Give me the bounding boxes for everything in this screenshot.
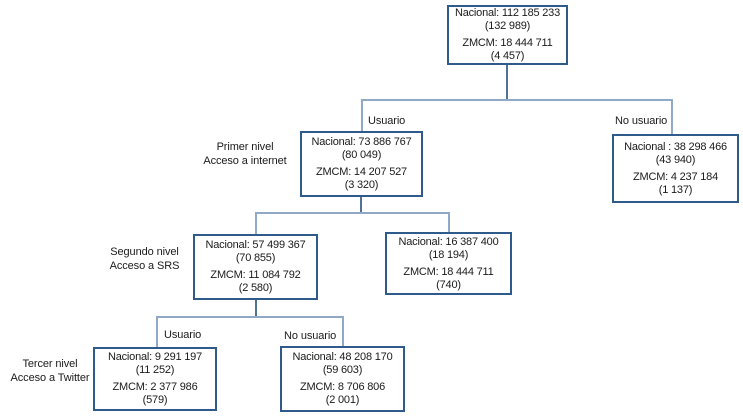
- zmcm-count: (2 580): [238, 282, 273, 294]
- level-label-line1: Segundo nivel: [110, 246, 179, 258]
- connector-level1-drop-right: [671, 99, 673, 134]
- node-srs-no-acceso: Nacional: 16 387 400 (18 194) ZMCM: 18 4…: [385, 232, 512, 295]
- node-nacional-pair: Nacional: 9 291 197 (11 252): [108, 351, 202, 377]
- level-label-primer-nivel: Primer nivel Acceso a internet: [190, 141, 300, 168]
- node-internet-no-usuario: Nacional : 38 298 466 (43 940) ZMCM: 4 2…: [612, 134, 739, 203]
- connector-level2-drop-right: [448, 212, 450, 233]
- zmcm-value: ZMCM: 18 444 711: [403, 265, 494, 278]
- nacional-count: (59 603): [322, 364, 363, 376]
- node-zmcm-pair: ZMCM: 14 207 527 (3 320): [316, 166, 407, 192]
- nacional-value: Nacional: 73 886 767: [311, 136, 412, 148]
- nacional-count: (43 940): [655, 153, 696, 166]
- node-nacional-pair: Nacional: 112 185 233 (132 989): [455, 7, 560, 33]
- level-label-line2: Acceso a SRS: [109, 259, 180, 272]
- connector-srs-stub: [255, 299, 257, 317]
- connector-level2-drop-left: [255, 212, 257, 235]
- zmcm-value: ZMCM: 14 207 527: [316, 166, 407, 178]
- level-label-tercer-nivel: Tercer nivel Acceso a Twitter: [0, 358, 100, 385]
- nacional-value: Nacional: 57 499 367: [205, 239, 306, 251]
- zmcm-value: ZMCM: 4 237 184: [632, 170, 719, 183]
- zmcm-value: ZMCM: 8 706 806: [299, 381, 386, 393]
- node-twitter-usuario: Nacional: 9 291 197 (11 252) ZMCM: 2 377…: [93, 347, 217, 411]
- connector-internet-stub: [360, 197, 362, 214]
- zmcm-count: (1 137): [658, 183, 693, 196]
- connector-level3-drop-right: [342, 316, 344, 347]
- connector-root-stub: [506, 64, 508, 100]
- connector-level2-horizontal: [255, 212, 450, 214]
- level-label-line1: Tercer nivel: [22, 358, 78, 370]
- connector-level3-drop-left: [156, 316, 158, 348]
- connector-level1-horizontal: [361, 99, 673, 101]
- node-nacional-pair: Nacional: 57 499 367 (70 855): [206, 239, 306, 265]
- node-srs-acceso: Nacional: 57 499 367 (70 855) ZMCM: 11 0…: [193, 234, 318, 300]
- nacional-count: (18 194): [428, 248, 469, 261]
- nacional-value: Nacional: 16 387 400: [398, 235, 499, 248]
- node-nacional-pair: Nacional : 38 298 466 (43 940): [624, 141, 727, 167]
- level-label-line2: Acceso a Twitter: [10, 371, 90, 384]
- zmcm-count: (4 457): [490, 50, 525, 62]
- branch-label-no-usuario-twitter: No usuario: [284, 330, 337, 342]
- zmcm-count: (579): [142, 394, 168, 406]
- zmcm-count: (3 320): [344, 179, 379, 191]
- branch-label-usuario-internet: Usuario: [368, 115, 406, 127]
- connector-level3-horizontal: [156, 316, 344, 318]
- level-label-segundo-nivel: Segundo nivel Acceso a SRS: [92, 246, 197, 273]
- nacional-value: Nacional: 9 291 197: [107, 351, 203, 363]
- branch-label-no-usuario-internet: No usuario: [615, 115, 668, 127]
- node-root: Nacional: 112 185 233 (132 989) ZMCM: 18…: [447, 5, 568, 65]
- nacional-value: Nacional: 112 185 233: [454, 7, 561, 19]
- nacional-value: Nacional : 38 298 466: [624, 140, 727, 153]
- level-label-line2: Acceso a internet: [203, 154, 287, 167]
- nacional-count: (132 989): [484, 20, 531, 32]
- node-internet-usuario: Nacional: 73 886 767 (80 049) ZMCM: 14 2…: [300, 131, 423, 197]
- zmcm-value: ZMCM: 2 377 986: [112, 381, 198, 393]
- nacional-count: (80 049): [341, 149, 382, 161]
- level-label-line1: Primer nivel: [216, 141, 274, 153]
- branch-label-usuario-twitter: Usuario: [164, 329, 202, 341]
- zmcm-count: (2 001): [325, 394, 360, 406]
- nacional-count: (11 252): [135, 364, 175, 376]
- node-twitter-no-usuario: Nacional: 48 208 170 (59 603) ZMCM: 8 70…: [280, 346, 405, 412]
- node-zmcm-pair: ZMCM: 2 377 986 (579): [112, 381, 197, 407]
- node-zmcm-pair: ZMCM: 4 237 184 (1 137): [633, 171, 718, 197]
- node-nacional-pair: Nacional: 48 208 170 (59 603): [293, 351, 393, 377]
- nacional-count: (70 855): [235, 252, 276, 264]
- node-zmcm-pair: ZMCM: 11 084 792 (2 580): [210, 269, 300, 295]
- nacional-value: Nacional: 48 208 170: [292, 351, 393, 363]
- connector-level1-drop-left: [361, 99, 363, 132]
- zmcm-value: ZMCM: 18 444 711: [462, 37, 553, 49]
- node-nacional-pair: Nacional: 16 387 400 (18 194): [399, 236, 499, 262]
- node-zmcm-pair: ZMCM: 18 444 711 (4 457): [462, 37, 552, 63]
- node-zmcm-pair: ZMCM: 18 444 711 (740): [403, 266, 493, 292]
- node-zmcm-pair: ZMCM: 8 706 806 (2 001): [300, 381, 385, 407]
- zmcm-count: (740): [436, 278, 461, 291]
- zmcm-value: ZMCM: 11 084 792: [210, 269, 301, 281]
- node-nacional-pair: Nacional: 73 886 767 (80 049): [312, 136, 412, 162]
